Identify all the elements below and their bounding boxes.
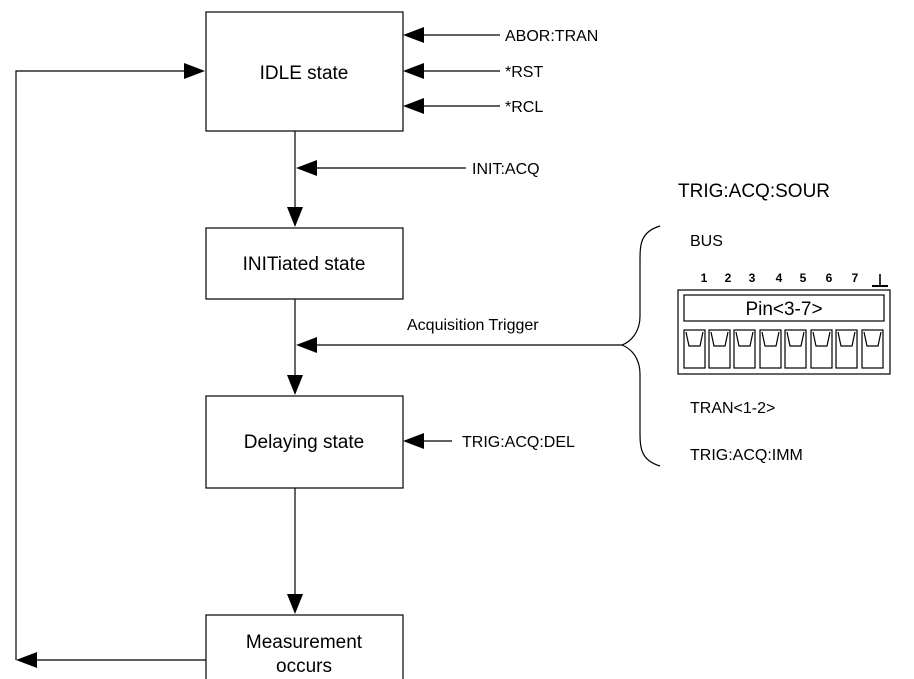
init-input-arrow [296, 160, 466, 176]
measurement-state-label-line2: occurs [276, 656, 332, 677]
abort-input-arrow [403, 27, 500, 43]
delaying-state: Delaying state [205, 395, 404, 489]
return-loop-arrow [15, 63, 206, 668]
flow-arrow-delaying-to-measurement [287, 488, 303, 614]
measurement-state: Measurement occurs [205, 614, 404, 679]
flow-arrow-initiated-to-delaying [287, 299, 303, 395]
ground-icon [872, 274, 888, 287]
source-option-bus: BUS [690, 233, 723, 250]
initiated-state-label: INITiated state [243, 254, 366, 275]
recall-input-arrow [403, 98, 500, 114]
pin-number-2: 2 [725, 271, 732, 285]
connector-block: Pin<3-7> [677, 289, 891, 375]
acquisition-trigger-label: Acquisition Trigger [407, 317, 539, 334]
acquisition-trigger-arrow [296, 337, 623, 353]
connector-pins [683, 329, 884, 369]
flow-arrow-idle-to-initiated [287, 131, 303, 227]
abort-command-label: ABOR:TRAN [505, 28, 598, 45]
idle-state: IDLE state [205, 11, 404, 132]
pin-number-5: 5 [800, 271, 807, 285]
pin-number-4: 4 [776, 271, 783, 285]
delay-command-label: TRIG:ACQ:DEL [462, 434, 575, 451]
source-option-imm: TRIG:ACQ:IMM [690, 447, 803, 464]
idle-state-label: IDLE state [260, 63, 349, 84]
trigger-source-title: TRIG:ACQ:SOUR [678, 181, 830, 202]
recall-command-label: *RCL [505, 99, 543, 116]
reset-input-arrow [403, 63, 500, 79]
init-command-label: INIT:ACQ [472, 161, 540, 178]
delay-input-arrow [403, 433, 452, 449]
measurement-state-label-line1: Measurement [246, 632, 363, 653]
source-brace [620, 225, 661, 467]
reset-command-label: *RST [505, 64, 543, 81]
pin-number-7: 7 [852, 271, 859, 285]
delaying-state-label: Delaying state [244, 432, 364, 453]
source-option-tran: TRAN<1-2> [690, 400, 775, 417]
initiated-state: INITiated state [205, 227, 404, 300]
pin-number-1: 1 [701, 271, 708, 285]
pin-number-labels: 1 2 3 4 5 6 7 [701, 271, 859, 285]
connector-pin-range-label: Pin<3-7> [745, 299, 822, 320]
pin-number-3: 3 [749, 271, 756, 285]
pin-number-6: 6 [826, 271, 833, 285]
